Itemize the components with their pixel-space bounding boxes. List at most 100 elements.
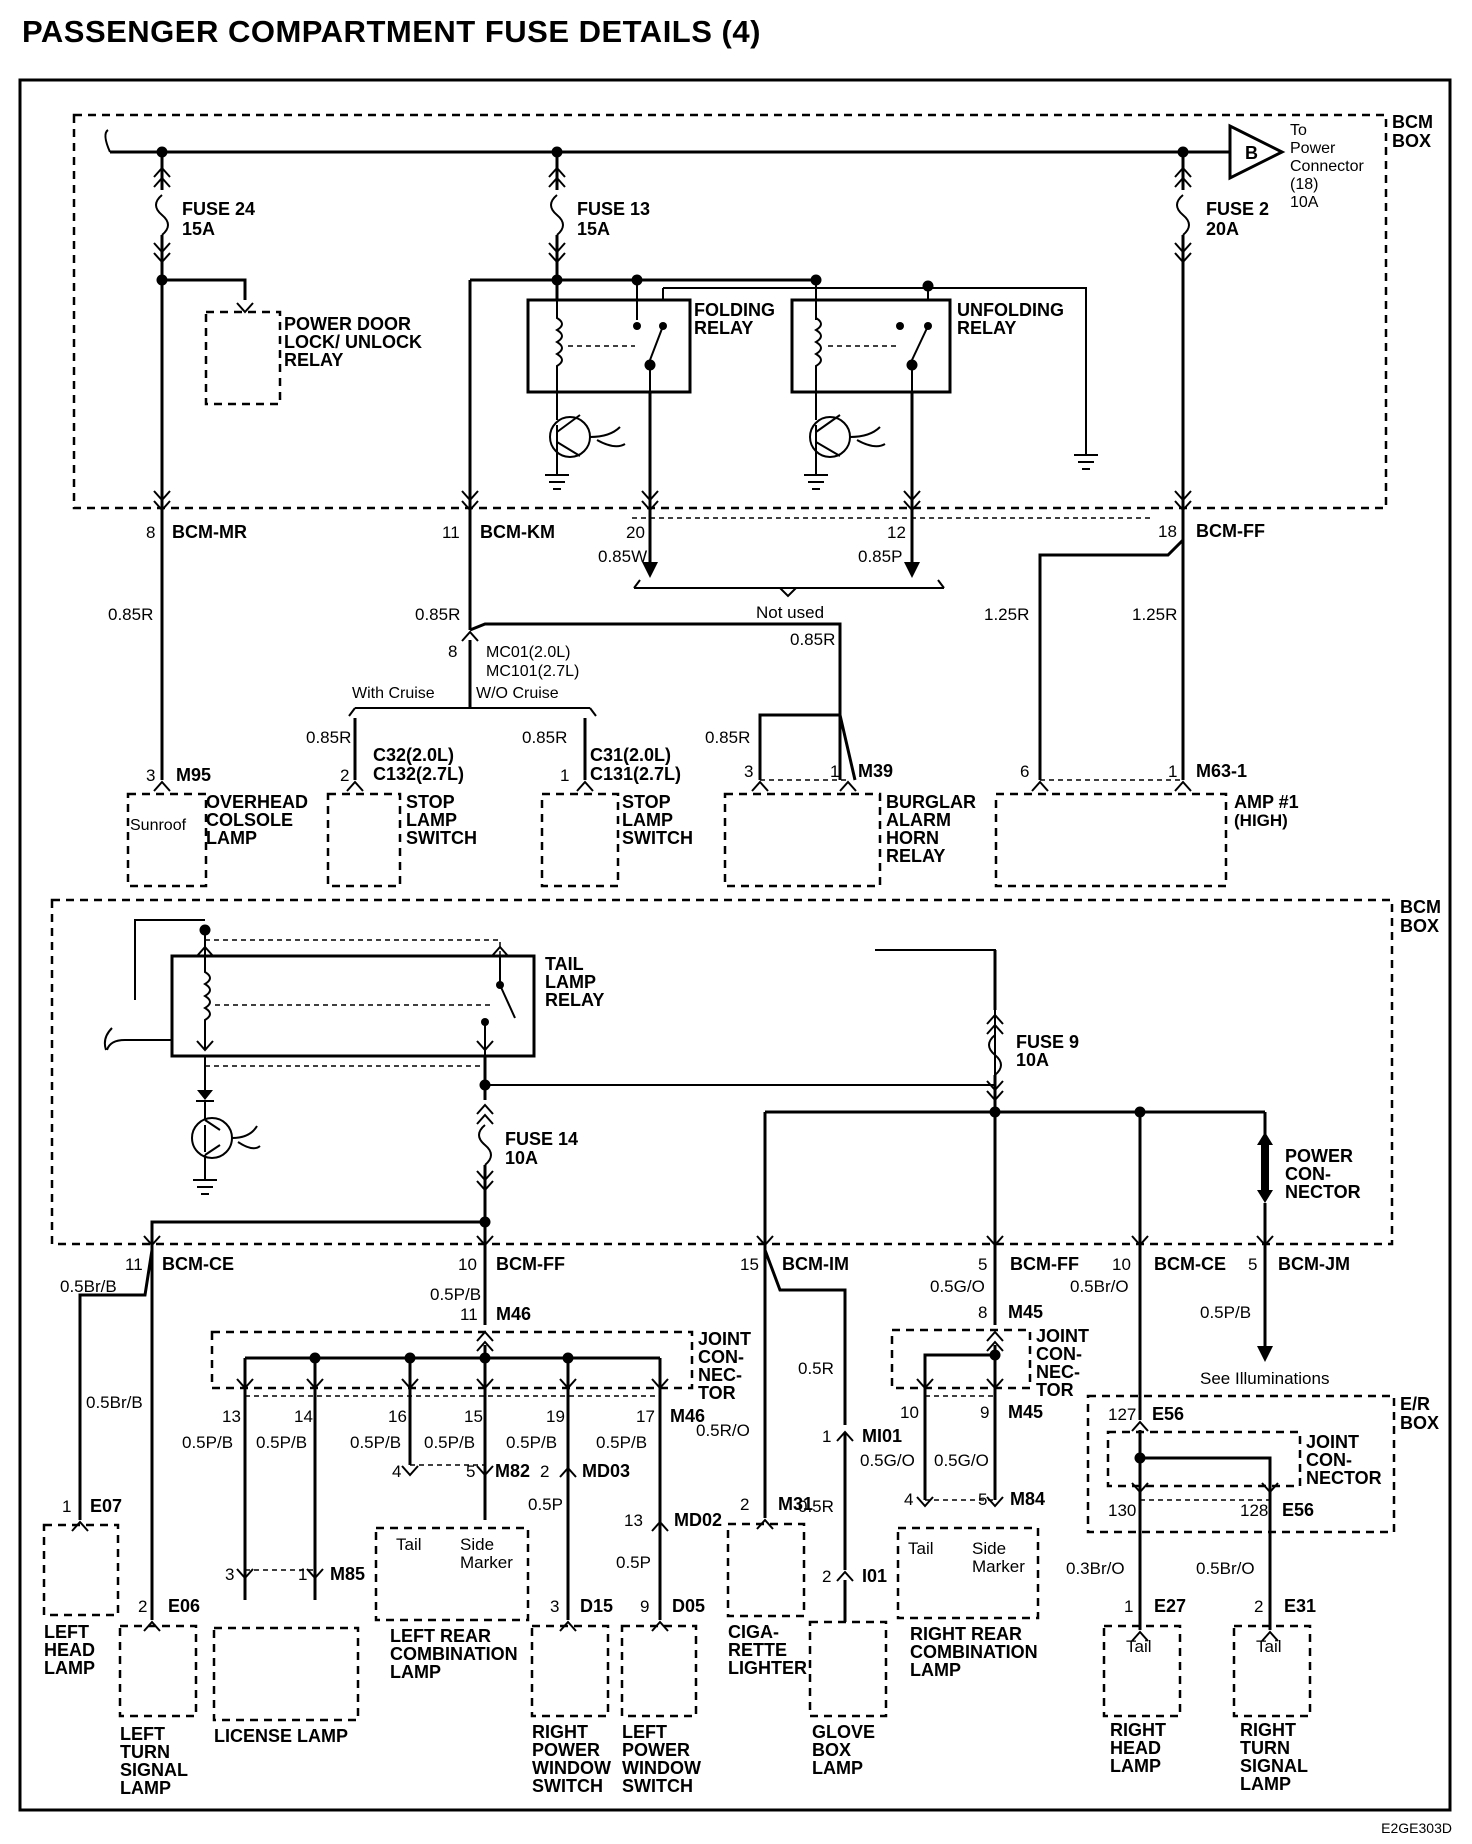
- left-power-window-switch: [620, 1624, 698, 1718]
- connector-label: M39: [858, 761, 893, 781]
- wire-label: 0.85R: [522, 728, 567, 747]
- pin-label: 5: [978, 1490, 987, 1509]
- pin-label: 13: [624, 1511, 643, 1530]
- pin-label: 4: [392, 1462, 401, 1481]
- overhead-console-lamp: [126, 792, 208, 888]
- connector-label: M31: [778, 1494, 813, 1514]
- license-lamp: [212, 1626, 360, 1722]
- pin-label: 128: [1240, 1501, 1268, 1520]
- pin-label: 10: [1112, 1255, 1131, 1274]
- wire-label: 0.5R: [798, 1497, 834, 1516]
- wire-label: 0.5R: [798, 1359, 834, 1378]
- wire-label: 0.3Br/O: [1066, 1559, 1125, 1578]
- pin-label: 2: [340, 766, 349, 785]
- wire-label: 0.5Br/B: [60, 1277, 117, 1296]
- connector-label: BCM-CE: [1154, 1254, 1226, 1274]
- er-box: [1086, 1394, 1396, 1534]
- connector-label: D15: [580, 1596, 613, 1616]
- connector-label: BCM-CE: [162, 1254, 234, 1274]
- right-turn-signal-lamp: [1232, 1624, 1312, 1718]
- connector-label: BCM-FF: [1196, 521, 1265, 541]
- tail-label: Tail: [908, 1539, 934, 1558]
- unfolding-relay: [790, 298, 952, 394]
- pin-label: 3: [744, 762, 753, 781]
- connector-label: C31(2.0L): [590, 745, 671, 765]
- wire-label: 0.85W: [598, 547, 647, 566]
- burglar-alarm-horn-relay: [723, 792, 882, 888]
- connector-label: BCM-KM: [480, 522, 555, 542]
- wire-label: 0.5G/O: [860, 1451, 915, 1470]
- pin-label: 15: [464, 1407, 483, 1426]
- stop-lamp-switch-2: [540, 792, 620, 888]
- pin-label: 15: [740, 1255, 759, 1274]
- pin-label: 16: [388, 1407, 407, 1426]
- wire-label: 0.5P/B: [506, 1433, 557, 1452]
- connector-label: E56: [1282, 1500, 1314, 1520]
- connector-b-label: B: [1245, 143, 1258, 163]
- pin-label: 8: [448, 642, 457, 661]
- connector-label: M82: [495, 1461, 530, 1481]
- wire-label: 0.5P/B: [182, 1433, 233, 1452]
- connector-label: E56: [1152, 1404, 1184, 1424]
- fuse14-icon: [478, 1124, 492, 1166]
- option-label: W/O Cruise: [476, 685, 559, 702]
- pin-label: 6: [1020, 762, 1029, 781]
- wire-label: 0.5P/B: [1200, 1303, 1251, 1322]
- connector-label: MC01(2.0L): [486, 644, 570, 661]
- connector-label: BCM-JM: [1278, 1254, 1350, 1274]
- connector-label: M46: [670, 1406, 705, 1426]
- folding-relay: [526, 298, 692, 394]
- wire-label: 0.85R: [306, 728, 351, 747]
- wire-label: 0.5Br/B: [86, 1393, 143, 1412]
- pin-label: 19: [546, 1407, 565, 1426]
- wire-label: 0.5G/O: [930, 1277, 985, 1296]
- pin-label: 1: [830, 762, 839, 781]
- pin-label: 20: [626, 523, 645, 542]
- pin-label: 18: [1158, 522, 1177, 541]
- pin-label: 3: [146, 766, 155, 785]
- left-turn-signal-lamp: [118, 1624, 198, 1718]
- wire-label: 0.5G/O: [934, 1451, 989, 1470]
- wire-label: 0.85P: [858, 547, 902, 566]
- fuse24-icon: [155, 194, 169, 236]
- pin-label: 1: [1168, 762, 1177, 781]
- pin-label: 1: [1124, 1597, 1133, 1616]
- pin-label: 10: [900, 1403, 919, 1422]
- pin-label: 10: [458, 1255, 477, 1274]
- right-rear-combination-lamp: [896, 1526, 1040, 1620]
- tail-label: Tail: [396, 1535, 422, 1554]
- connector-label: M63-1: [1196, 761, 1247, 781]
- bcm-box-upper: [72, 113, 1388, 510]
- connector-label: BCM-MR: [172, 522, 247, 542]
- pin-label: 11: [460, 1305, 478, 1324]
- pin-label: 130: [1108, 1501, 1136, 1520]
- wire-label: 0.5Br/O: [1070, 1277, 1129, 1296]
- wire-label: 0.85R: [108, 605, 153, 624]
- pin-label: 2: [540, 1462, 549, 1481]
- wire-label: 0.5P/B: [256, 1433, 307, 1452]
- wire-label: 0.85R: [705, 728, 750, 747]
- stop-lamp-switch-1: [326, 792, 402, 888]
- glove-box-lamp: [808, 1620, 888, 1718]
- pin-label: 17: [636, 1407, 655, 1426]
- diagram-frame: [18, 78, 1452, 1812]
